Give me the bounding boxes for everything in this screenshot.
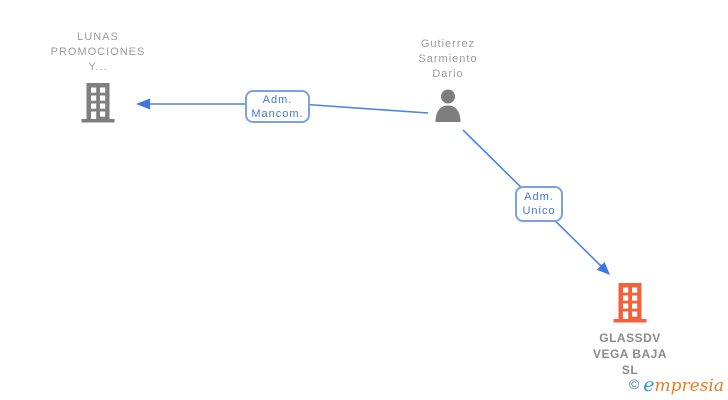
edge-mancom-text-line2: Mancom.: [251, 107, 304, 120]
node-gutierrez-label-line1: Gutierrez: [420, 38, 476, 50]
edge-label-adm-mancom: Adm. Mancom.: [245, 90, 310, 123]
node-glassdv-label-line1: GLASSDV: [599, 331, 661, 345]
edge-unico-text-line2: Unico: [522, 205, 556, 217]
node-lunas-promociones[interactable]: LUNAS PROMOCIONES Y...: [28, 30, 168, 128]
node-glassdv-label-line2: VEGA BAJA: [592, 347, 668, 361]
node-lunas-label-line2: PROMOCIONES: [50, 46, 146, 58]
node-glassdv-label-line3: SL: [621, 363, 639, 377]
node-gutierrez-label-line2: Sarmiento: [418, 53, 478, 65]
brand-rest: mpresia: [654, 376, 725, 396]
edge-mancom-text-line1: Adm.: [262, 93, 293, 106]
empresia-logo[interactable]: ©empresia: [629, 374, 724, 396]
copyright-icon: ©: [628, 376, 640, 392]
edge-label-adm-unico: Adm. Unico: [515, 186, 563, 222]
node-gutierrez-label-line3: Dario: [432, 68, 464, 80]
node-glassdv-vega-baja[interactable]: GLASSDV VEGA BAJA SL: [580, 283, 680, 378]
building-icon[interactable]: [613, 283, 647, 328]
edge-unico-text-line1: Adm.: [524, 191, 554, 203]
node-gutierrez-sarmiento-dario[interactable]: Gutierrez Sarmiento Dario: [388, 37, 508, 127]
node-lunas-label-line1: LUNAS: [77, 31, 119, 43]
building-icon[interactable]: [81, 83, 115, 128]
person-icon[interactable]: [433, 89, 463, 127]
edge-mancom-arrowhead-left: [136, 98, 150, 110]
node-lunas-label-line3: Y...: [88, 61, 108, 73]
edge-unico-arrowhead-downright: [596, 262, 610, 275]
brand-initial: e: [643, 374, 655, 396]
